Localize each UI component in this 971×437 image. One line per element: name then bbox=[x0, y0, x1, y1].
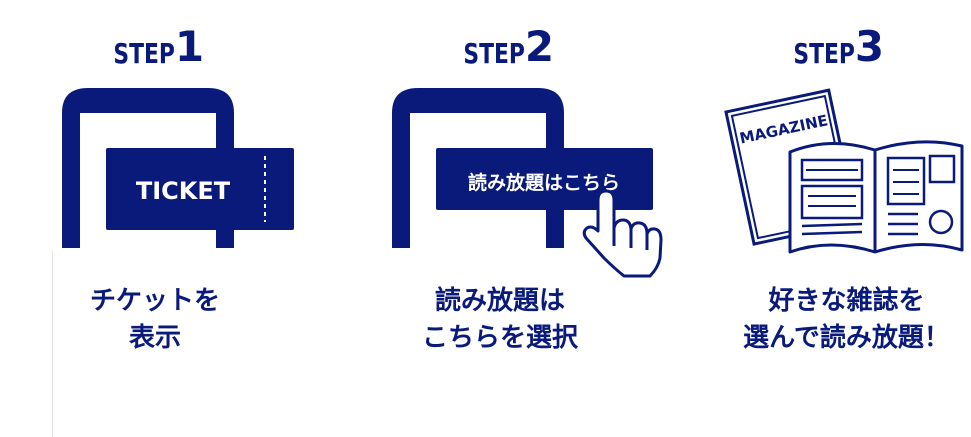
step3-label: STEP bbox=[793, 37, 855, 70]
step2-number: 2 bbox=[524, 22, 555, 71]
step2-label: STEP bbox=[463, 37, 525, 70]
step3-caption-line1: 好きな雑誌を bbox=[768, 286, 925, 316]
ticket-text: TICKET bbox=[136, 177, 231, 205]
step3-heading: STEP 3 bbox=[770, 18, 890, 68]
open-magazine-icon bbox=[788, 140, 964, 254]
step1-heading: STEP 1 bbox=[90, 18, 210, 68]
step2-caption-line1: 読み放題は bbox=[434, 286, 565, 316]
step3-number: 3 bbox=[854, 22, 885, 71]
step1-caption-line2: 表示 bbox=[128, 323, 181, 353]
ticket-shape bbox=[106, 148, 294, 230]
step3-caption: 好きな雑誌を 選んで読み放題！ bbox=[722, 283, 971, 357]
step3-caption-line2: 選んで読み放題！ bbox=[743, 323, 950, 353]
phone-outline bbox=[392, 88, 564, 248]
step2-caption-line2: こちらを選択 bbox=[421, 323, 578, 353]
step1-caption: チケットを 表示 bbox=[50, 283, 260, 357]
step1-caption-line1: チケットを bbox=[89, 286, 220, 316]
step2-heading: STEP 2 bbox=[440, 18, 560, 68]
phone-outline bbox=[62, 88, 234, 248]
step1-number: 1 bbox=[174, 22, 205, 71]
read-button-text: 読み放題はこちら bbox=[468, 171, 620, 194]
divider bbox=[52, 250, 53, 437]
step1-label: STEP bbox=[113, 37, 175, 70]
step2-caption: 読み放題は こちらを選択 bbox=[390, 283, 610, 357]
hand-pointer-icon bbox=[582, 189, 663, 278]
